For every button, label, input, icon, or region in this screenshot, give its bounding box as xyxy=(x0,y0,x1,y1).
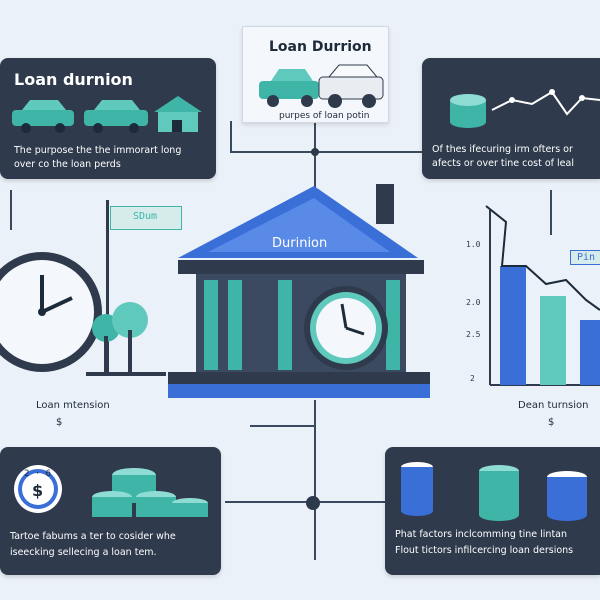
top-right-text-line2: afects or over tine cost of leal xyxy=(432,158,574,169)
left-illustration: SDum xyxy=(0,200,182,390)
bottom-right-card: Phat factors inclcomming tine lintan Flo… xyxy=(385,447,600,575)
flag-text: SDum xyxy=(133,211,158,222)
bottom-left-text-line2: iseecking sellecing a loan tem. xyxy=(10,547,157,558)
right-mid-caption: Dean turnsion xyxy=(518,400,589,411)
coin-badge-icon xyxy=(14,465,62,513)
bar-chart-illustration xyxy=(485,205,600,386)
bank-label: Durinion xyxy=(272,236,328,251)
badge-text: 2 · 6 xyxy=(24,469,52,479)
coin-stack-icon xyxy=(92,468,208,517)
connector-line xyxy=(230,151,430,153)
bottom-right-text-line1: Phat factors inclcomming tine lintan xyxy=(395,529,568,540)
connector-line xyxy=(250,425,314,427)
top-right-text-line1: Of thes ifecuring irm ofters or xyxy=(432,144,573,155)
bank-illustration xyxy=(162,184,436,398)
coin-stacks-icon xyxy=(401,462,587,521)
axis-label-top: 1.0 xyxy=(466,240,481,249)
right-mid-currency: $ xyxy=(548,417,555,428)
connector-line xyxy=(10,190,12,230)
right-chart: Pin 1.0 2.0 2.5 2 xyxy=(466,200,600,400)
top-center-title: Loan Durrion xyxy=(269,39,372,55)
bank-building: Durinion xyxy=(162,180,436,410)
top-left-text-line2: over co the loan perds xyxy=(14,159,121,170)
flag xyxy=(106,200,109,372)
top-center-card: Loan Durrion purpes of loan potin xyxy=(242,26,389,123)
connector-line xyxy=(225,501,385,503)
top-left-card: Loan durnion The purpose the the immorar… xyxy=(0,58,216,179)
connector-line xyxy=(550,190,552,235)
flag-banner: SDum xyxy=(110,206,182,230)
top-right-card: Of thes ifecuring irm ofters or afects o… xyxy=(422,58,600,179)
cars-house-illustration xyxy=(12,96,202,133)
badge-coin-symbol: $ xyxy=(32,481,44,500)
axis-label-bottom: 2 xyxy=(470,374,475,383)
trees-illustration xyxy=(86,302,166,376)
coins-trend-illustration xyxy=(450,89,600,128)
top-center-caption: purpes of loan potin xyxy=(279,111,370,121)
axis-label-low: 2.5 xyxy=(466,330,481,339)
top-left-title: Loan durnion xyxy=(14,70,133,89)
left-mid-currency: $ xyxy=(56,417,63,428)
connector-line xyxy=(230,121,232,151)
chart-label: Pin xyxy=(570,250,600,265)
bottom-right-text-line2: Flout tictors infilcercing loan dersions xyxy=(395,545,574,556)
connector-line xyxy=(314,400,316,560)
connector-node xyxy=(311,148,319,156)
bottom-left-card: 2 · 6 $ Tartoe fabums a ter to cosider w… xyxy=(0,447,221,575)
axis-label-mid: 2.0 xyxy=(466,298,481,307)
left-mid-caption: Loan mtension xyxy=(36,400,110,411)
connector-node xyxy=(306,496,320,510)
cars-illustration xyxy=(259,64,384,108)
top-left-text-line1: The purpose the the immorart long xyxy=(14,145,182,156)
bottom-left-text-line1: Tartoe fabums a ter to cosider whe xyxy=(10,531,176,542)
clock-icon xyxy=(0,252,102,372)
